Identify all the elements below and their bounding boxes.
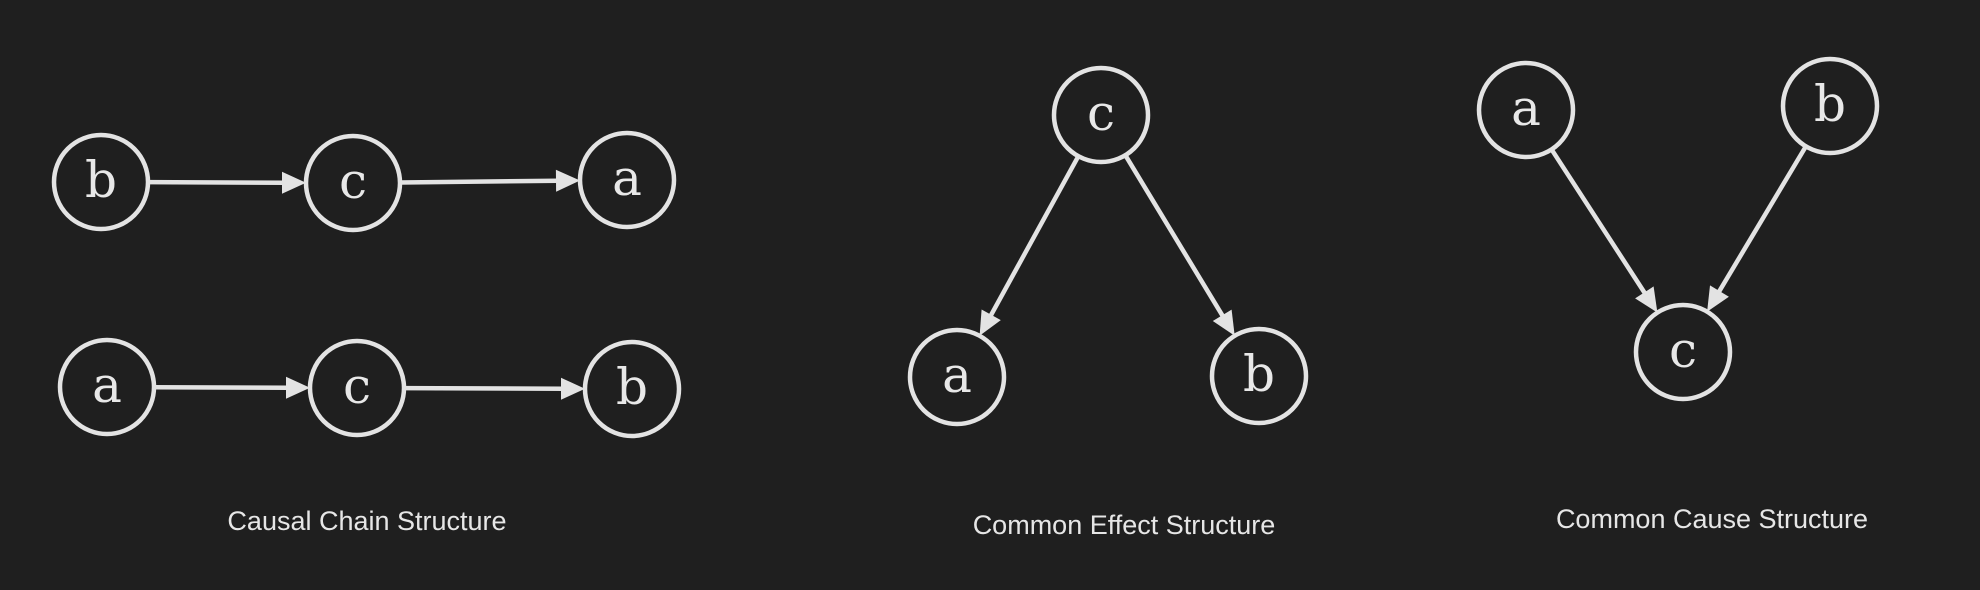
node-cc1_b: b xyxy=(51,132,151,232)
edge-cc1_b-to-cc1_c xyxy=(147,179,285,185)
node-cc2_b: b xyxy=(582,339,682,439)
node-cm_a: a xyxy=(1476,60,1576,160)
edge-cm_a-to-cm_c xyxy=(1549,148,1648,296)
edge-ce_c-to-ce_a xyxy=(988,155,1081,318)
node-circle xyxy=(1209,326,1309,426)
node-cm_b: b xyxy=(1780,56,1880,156)
node-ce_c: c xyxy=(1051,65,1151,165)
node-label: a xyxy=(612,149,642,207)
node-cc1_c: c xyxy=(303,133,403,233)
node-cc2_a: a xyxy=(57,337,157,437)
arrowhead-ce_c-to-ce_a xyxy=(979,309,1001,336)
causal-chain-group: b c a a c b xyxy=(51,130,682,439)
node-label: c xyxy=(1087,84,1115,142)
node-cc1_a: a xyxy=(577,130,677,230)
node-circle xyxy=(51,132,151,232)
node-label: a xyxy=(1511,79,1541,137)
node-label: b xyxy=(616,358,648,416)
node-circle xyxy=(303,133,403,233)
node-label: b xyxy=(1243,345,1275,403)
node-label: a xyxy=(942,346,972,404)
node-ce_a: a xyxy=(907,327,1007,427)
node-label: b xyxy=(1814,75,1846,133)
caption-causal-chain: Causal Chain Structure xyxy=(227,506,507,536)
node-label: c xyxy=(343,357,371,415)
caption-common-effect: Common Effect Structure xyxy=(972,510,1276,540)
node-circle xyxy=(1051,65,1151,165)
arrowhead-cc2_a-to-cc2_c xyxy=(286,376,310,399)
node-ce_b: b xyxy=(1209,326,1309,426)
arrowhead-cc2_c-to-cc2_b xyxy=(561,377,585,400)
arrowhead-cm_a-to-cm_c xyxy=(1635,286,1658,313)
common-cause-group: a b c xyxy=(1476,56,1880,402)
edge-cc1_c-to-cc1_a xyxy=(399,178,559,185)
node-circle xyxy=(1780,56,1880,156)
node-cm_c: c xyxy=(1633,302,1733,402)
node-label: c xyxy=(1669,321,1697,379)
edge-cc2_c-to-cc2_b xyxy=(403,385,564,391)
node-label: a xyxy=(92,356,122,414)
node-label: b xyxy=(85,151,117,209)
edge-ce_c-to-ce_b xyxy=(1123,154,1226,319)
node-circle xyxy=(1476,60,1576,160)
node-circle xyxy=(1633,302,1733,402)
arrowhead-cc1_c-to-cc1_a xyxy=(555,169,580,192)
edge-cc2_a-to-cc2_c xyxy=(153,384,289,390)
edge-cm_b-to-cm_c xyxy=(1716,145,1808,294)
arrowhead-cc1_b-to-cc1_c xyxy=(282,171,306,194)
node-circle xyxy=(307,338,407,438)
common-effect-group: c a b xyxy=(907,65,1309,427)
node-circle xyxy=(57,337,157,437)
node-cc2_c: c xyxy=(307,338,407,438)
node-circle xyxy=(907,327,1007,427)
node-circle xyxy=(582,339,682,439)
arrowhead-cm_b-to-cm_c xyxy=(1707,285,1729,312)
caption-common-cause: Common Cause Structure xyxy=(1555,504,1869,534)
arrowhead-ce_c-to-ce_b xyxy=(1212,309,1235,336)
node-label: c xyxy=(339,152,367,210)
node-circle xyxy=(577,130,677,230)
